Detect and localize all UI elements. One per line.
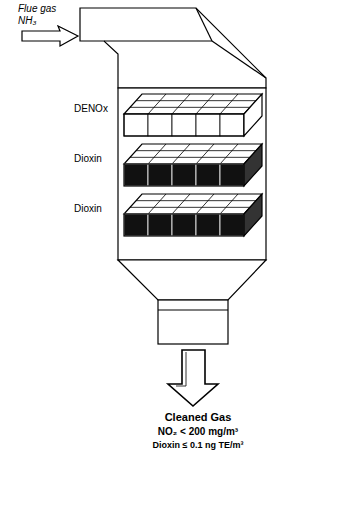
- outlet-arrow-shade: [176, 352, 186, 386]
- layer-label: Dioxin: [74, 153, 118, 165]
- hood-edge: [196, 8, 212, 41]
- outlet-edge: [158, 309, 228, 310]
- inlet-label: Flue gas NH₃: [18, 3, 70, 27]
- inlet-arrow: [22, 26, 78, 46]
- hopper: [118, 260, 266, 300]
- layer-label: DENOx: [74, 103, 118, 115]
- outlet-label: NO₂ < 200 mg/m³: [113, 426, 283, 438]
- catalyst-layers: [124, 94, 262, 236]
- reactor-housing: [118, 88, 266, 260]
- inlet-hood: [80, 8, 266, 88]
- outlet-duct: [158, 300, 228, 344]
- catalyst-layer: [124, 144, 262, 186]
- catalyst-layer: [124, 194, 262, 236]
- outlet-arrow: [168, 350, 218, 406]
- hood-edge: [104, 40, 212, 41]
- layer-label: Dioxin: [74, 203, 118, 215]
- catalyst-layer: [124, 94, 262, 136]
- outlet-label: Cleaned Gas: [113, 411, 283, 424]
- outlet-label: Dioxin ≤ 0.1 ng TE/m³: [103, 440, 293, 451]
- hood-edge: [212, 41, 266, 78]
